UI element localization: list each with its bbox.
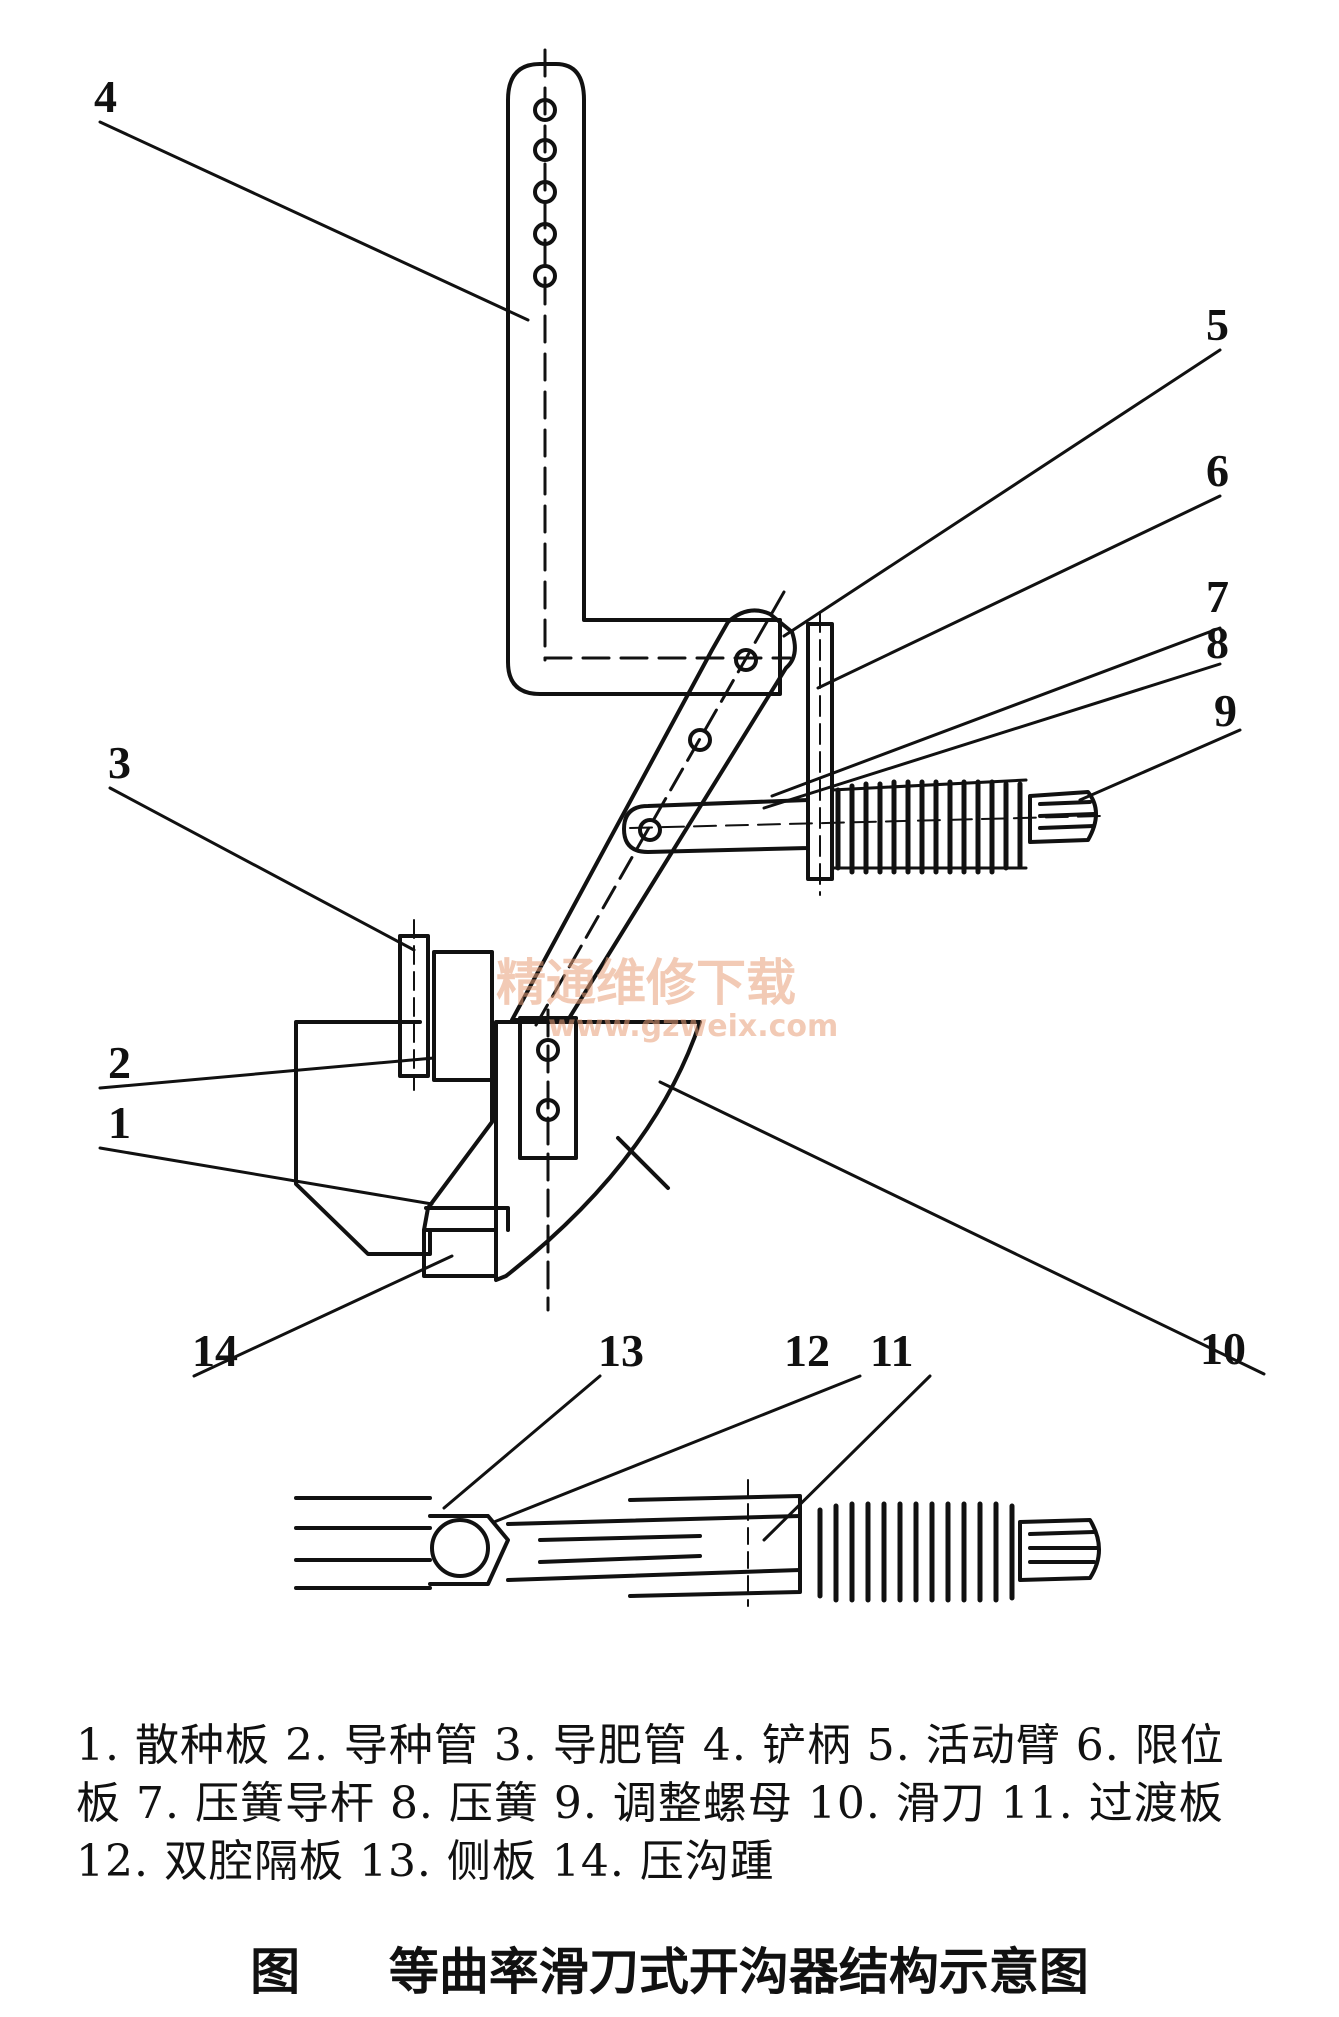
sliding-blade-part-10 [494,1008,702,1312]
leader-lines [98,120,1266,1542]
legend-line-2: 板 7. 压簧导杆 8. 压簧 9. 调整螺母 10. 滑刀 11. 过渡板 [76,1778,1224,1829]
label-1: 1 [108,1097,131,1148]
label-4: 4 [94,71,117,122]
label-10: 10 [1200,1323,1246,1374]
label-8: 8 [1206,617,1229,668]
label-9: 9 [1214,685,1237,736]
label-5: 5 [1206,299,1229,350]
caption-title: 等曲率滑刀式开沟器结构示意图 [388,1943,1089,2001]
watermark-line2: www.gzweix.com [548,1009,838,1044]
label-11: 11 [870,1325,913,1376]
legend-line-1: 1. 散种板 2. 导种管 3. 导肥管 4. 铲柄 5. 活动臂 6. 限位 [76,1720,1225,1771]
label-6: 6 [1206,445,1229,496]
label-7: 7 [1206,571,1229,622]
legend-line-3: 12. 双腔隔板 13. 侧板 14. 压沟踵 [76,1836,775,1887]
limit-plate-part-6 [806,611,834,896]
figure-caption: 图 等曲率滑刀式开沟器结构示意图 [0,1932,1339,2004]
label-3: 3 [108,737,131,788]
label-2: 2 [108,1037,131,1088]
watermark-line1: 精通维修下载 [496,954,796,1012]
adjusting-nut-part-9 [1028,790,1098,844]
plan-view-assembly [294,1479,1101,1607]
compression-spring-part-8 [830,778,1028,875]
label-14: 14 [192,1325,238,1376]
label-12: 12 [784,1325,830,1376]
shank-part-4 [506,48,792,696]
label-13: 13 [598,1325,644,1376]
caption-prefix: 图 [250,1943,301,2001]
press-heel-part-14 [422,1228,498,1278]
seed-tube-part-2 [432,950,494,1082]
movable-arm-part-5 [510,590,797,1027]
